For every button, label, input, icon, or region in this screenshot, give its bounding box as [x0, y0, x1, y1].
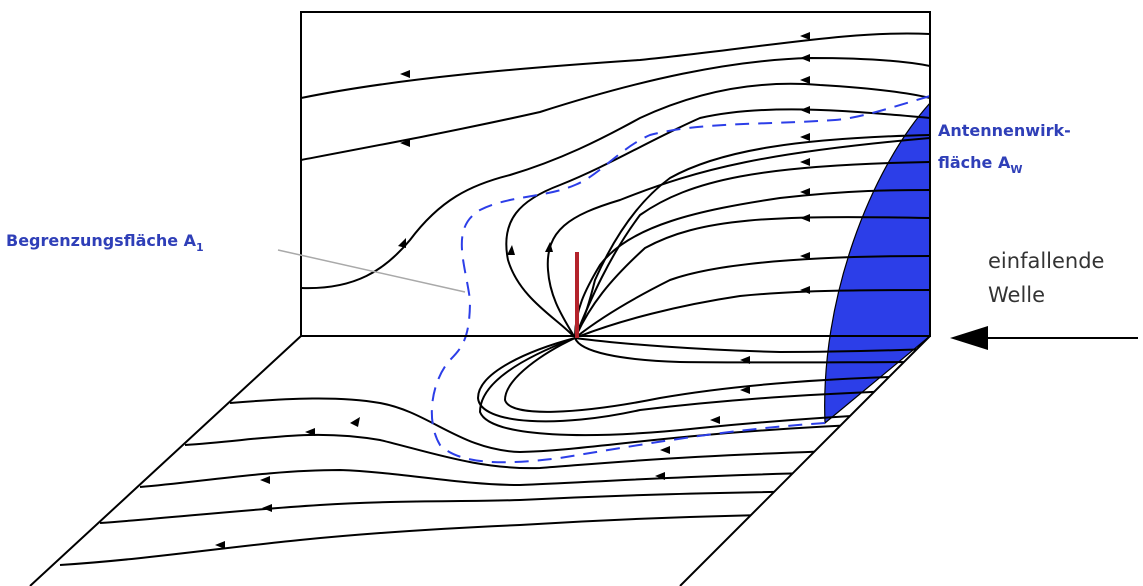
boundary-surface-label-sub: 1 [196, 241, 204, 254]
arrowhead-icon [400, 70, 410, 78]
incident-wave-arrow [950, 326, 1138, 350]
streamline [574, 337, 930, 364]
streamline [574, 189, 930, 336]
streamline-arrowheads [215, 32, 810, 549]
boundary-leader-line [277, 249, 466, 293]
arrowhead-icon [660, 446, 670, 454]
arrowhead-icon [800, 188, 810, 196]
antenna-area-label-main: fläche A [938, 153, 1011, 172]
ground-plane-frame [29, 335, 931, 586]
plane-frames [29, 11, 931, 586]
streamline [574, 337, 930, 354]
arrowhead-icon [800, 158, 810, 166]
streamline [577, 289, 930, 336]
arrowhead-icon [800, 133, 810, 141]
streamline [301, 32, 930, 99]
incident-wave-label-line2: Welle [988, 283, 1045, 307]
arrowhead-icon [215, 541, 225, 549]
arrowhead-icon [507, 245, 515, 255]
boundary-surface-label: Begrenzungsfläche A1 [6, 231, 204, 254]
arrowhead-icon [800, 286, 810, 294]
antenna-area-label-line1: Antennenwirk- [938, 121, 1071, 140]
streamline [229, 397, 930, 454]
incident-wave-label-line1: einfallende [988, 249, 1104, 273]
arrowhead-icon [800, 106, 810, 114]
streamline [301, 56, 930, 161]
streamline [99, 489, 930, 524]
antenna-area-label-line2: fläche AW [938, 153, 1022, 176]
arrowhead-icon [350, 417, 360, 427]
streamline [574, 216, 930, 336]
streamline [301, 82, 930, 290]
arrowhead-icon [262, 504, 272, 512]
streamline [184, 433, 930, 470]
arrowhead-icon [655, 472, 665, 480]
arrowhead-icon [545, 242, 553, 252]
arrowhead-icon [800, 214, 810, 222]
arrowhead-icon [260, 476, 270, 484]
streamline [476, 337, 930, 423]
arrowhead-icon [800, 54, 810, 62]
streamline [59, 511, 930, 566]
antenna-area-label-sub: W [1010, 163, 1022, 176]
streamline [478, 337, 930, 437]
arrowhead-icon [400, 139, 410, 147]
arrowhead-icon [800, 252, 810, 260]
arrowhead-icon [710, 416, 720, 424]
streamline [575, 255, 930, 336]
ground-plane-streamlines [59, 337, 930, 566]
boundary-surface-dashed [430, 95, 931, 464]
streamline [546, 137, 930, 336]
arrowhead-icon [740, 356, 750, 364]
arrowhead-icon [740, 386, 750, 394]
streamline [503, 337, 930, 413]
streamline [139, 468, 930, 488]
vertical-plane-frame [300, 11, 931, 337]
boundary-surface-label-main: Begrenzungsfläche A [6, 231, 197, 250]
arrowhead-icon [800, 32, 810, 40]
streamline [574, 134, 930, 336]
vertical-plane-streamlines [301, 32, 930, 336]
antenna-effective-area [824, 101, 931, 425]
arrowhead-icon [305, 428, 315, 436]
streamline [574, 161, 930, 336]
arrowhead-icon [800, 76, 810, 84]
arrow-left-icon [950, 326, 988, 350]
arrowhead-icon [398, 238, 406, 248]
